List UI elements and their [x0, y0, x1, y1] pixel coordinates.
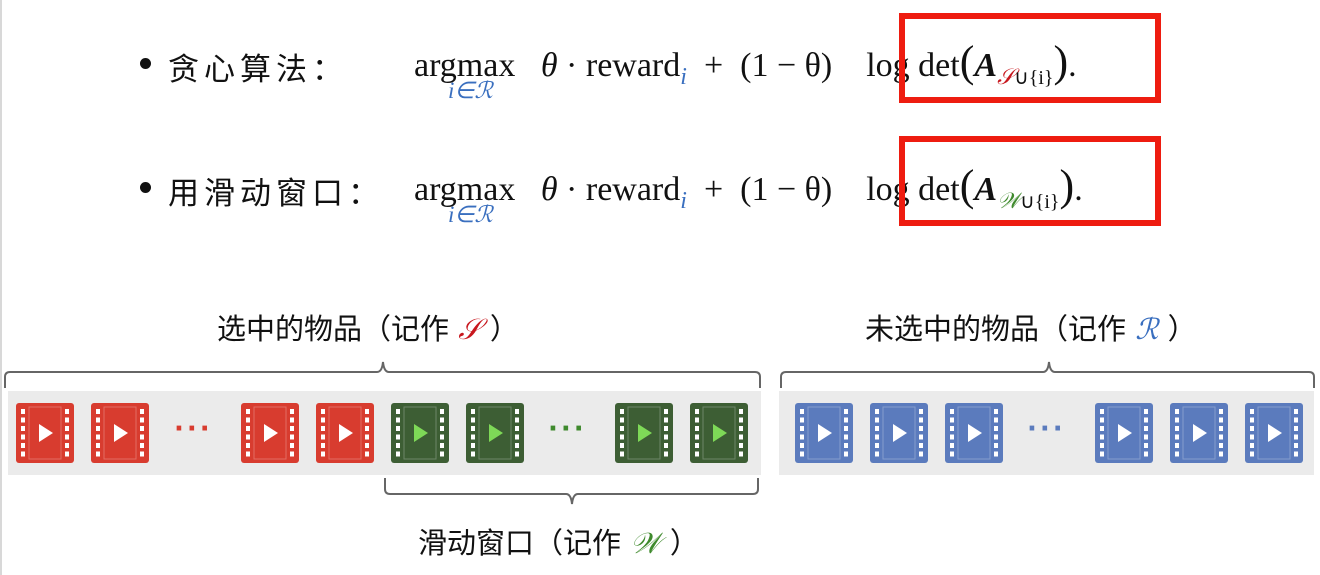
- reward-term: reward: [585, 47, 681, 84]
- bullet-label: 贪心算法：: [168, 52, 348, 88]
- cdot-symbol: ·: [566, 47, 578, 84]
- plus-symbol: +: [703, 171, 724, 208]
- brace-unselected: [780, 361, 1315, 388]
- argmax-op: argmax: [414, 171, 516, 208]
- period: .: [1068, 47, 1077, 84]
- caption-unselected: 未选中的物品（记作 ℛ ）: [865, 312, 1197, 346]
- cup-i: ∪{i}: [1014, 66, 1054, 89]
- video-clip-icon: [1245, 403, 1303, 463]
- reward-subscript: i: [680, 63, 687, 90]
- one-minus-theta: (1 − θ): [740, 47, 833, 84]
- argmax-subscript: i∈ℛ: [448, 202, 493, 227]
- cdot-symbol: ·: [566, 171, 578, 208]
- ellipsis-green: ···: [548, 414, 587, 444]
- theta-symbol: θ: [540, 47, 558, 84]
- video-clip-icon: [945, 403, 1003, 463]
- video-clip-icon: [690, 403, 748, 463]
- bullet-dot: [140, 182, 151, 193]
- brace-window: [384, 478, 759, 505]
- set-symbol-S: 𝒮: [997, 63, 1015, 89]
- formula-window: argmax θ · rewardi + (1 − θ) log det(A𝒲∪…: [414, 161, 1083, 214]
- video-clip-icon: [870, 403, 928, 463]
- caption-selected: 选中的物品（记作 𝒮 ）: [217, 312, 519, 346]
- video-clip-icon: [795, 403, 853, 463]
- brace-selected: [4, 361, 761, 388]
- video-clip-icon: [466, 403, 524, 463]
- bullet-greedy: 贪心算法： argmax θ · rewardi + (1 − θ) log d…: [0, 36, 1320, 103]
- matrix-A: A: [974, 171, 998, 208]
- left-edge-line: [0, 0, 2, 575]
- video-clip-icon: [1095, 403, 1153, 463]
- one-minus-theta: (1 − θ): [740, 171, 833, 208]
- video-clip-icon: [391, 403, 449, 463]
- red-highlight-box: [899, 13, 1161, 103]
- video-clip-icon: [316, 403, 374, 463]
- matrix-A: A: [974, 47, 998, 84]
- theta-symbol: θ: [540, 171, 558, 208]
- video-clip-icon: [91, 403, 149, 463]
- video-clip-icon: [1170, 403, 1228, 463]
- argmax-subscript: i∈ℛ: [448, 78, 493, 103]
- cup-i: ∪{i}: [1020, 190, 1060, 213]
- ellipsis-red: ···: [174, 414, 213, 444]
- video-clip-icon: [615, 403, 673, 463]
- reward-subscript: i: [680, 187, 687, 214]
- log-det: log det: [866, 171, 960, 208]
- reward-term: reward: [585, 171, 681, 208]
- log-det: log det: [866, 47, 960, 84]
- video-clip-icon: [241, 403, 299, 463]
- formula-greedy: argmax θ · rewardi + (1 − θ) log det(A𝒮∪…: [414, 37, 1077, 90]
- bullet-label: 用滑动窗口：: [168, 176, 384, 212]
- video-clip-icon: [16, 403, 74, 463]
- set-symbol-W: 𝒲: [997, 187, 1021, 213]
- argmax-op: argmax: [414, 47, 516, 84]
- caption-window: 滑动窗口（记作 𝒲 ）: [418, 526, 699, 560]
- plus-symbol: +: [703, 47, 724, 84]
- bullet-dot: [140, 58, 151, 69]
- red-highlight-box: [899, 136, 1161, 226]
- ellipsis-blue: ···: [1027, 414, 1066, 444]
- period: .: [1074, 171, 1083, 208]
- bullet-sliding-window: 用滑动窗口： argmax θ · rewardi + (1 − θ) log …: [0, 160, 1320, 227]
